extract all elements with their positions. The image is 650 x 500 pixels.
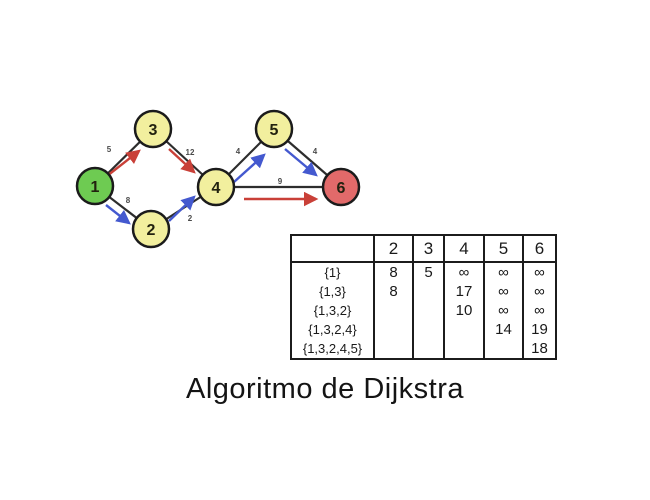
node-label-1: 1 [91,179,100,196]
cell-r0-c2: 8 [373,262,413,282]
node-label-3: 3 [149,122,158,139]
node-circle-1 [75,166,115,206]
node-circle-2 [131,209,171,249]
table-row: {1,3,2,4,5} 18 [291,339,556,359]
row-set-label: {1} [324,265,341,280]
table-row: {1,3,2,4} 14 19 [291,320,556,339]
row-set-label: {1,3,2,4,5} [302,341,363,356]
edge-arrow-1-2 [105,204,131,225]
cell-r0-c4: ∞ [443,262,484,282]
cell-r0-c3: 5 [412,262,444,282]
cell-r4-c3 [412,339,444,359]
node-label-5: 5 [270,122,279,139]
edge-weight-3-4: 12 [186,148,195,157]
cell-r1-c5: ∞ [483,282,523,301]
table-corner-cell [291,235,374,263]
table-row: {1} 8 5 ∞ ∞ ∞ [291,262,556,282]
edge-arrow-2-4 [168,195,196,222]
node-label-2: 2 [147,222,156,239]
col-header-6: 6 [522,235,556,263]
cell-r4-c2 [373,339,413,359]
edge-arrow-5-6 [284,148,318,177]
cell-r1-c4: 17 [443,282,484,301]
edge-weight-1-2: 8 [126,196,131,205]
cell-r2-c5: ∞ [483,301,523,320]
cell-r3-c5: 14 [483,320,523,339]
cell-r4-c6: 18 [522,339,556,359]
col-header-3: 3 [412,235,444,263]
dijkstra-table: 2 3 4 5 6 {1} 8 5 ∞ ∞ ∞ {1,3} [290,234,557,360]
node-label-4: 4 [212,180,221,197]
cell-r2-c6: ∞ [522,301,556,320]
node-circle-5 [254,109,294,149]
page-title: Algoritmo de Dijkstra [185,373,465,405]
cell-r1-c3 [412,282,444,301]
row-set-label: {1,3,2} [313,303,352,318]
node-circle-3 [133,109,173,149]
cell-r4-c4 [443,339,484,359]
edge-arrow-1-3 [106,149,141,177]
cell-r0-c5: ∞ [483,262,523,282]
col-header-2: 2 [373,235,413,263]
cell-r3-c4 [443,320,484,339]
edge-weight-1-3: 5 [107,145,112,154]
edge-arrow-4-5 [233,153,266,183]
cell-r4-c5 [483,339,523,359]
edge-arrow-3-4 [168,148,196,174]
node-circle-4 [196,167,236,207]
table-row: {1,3,2} 10 ∞ ∞ [291,301,556,320]
edge-weight-5-6: 4 [313,147,318,156]
cell-r2-c3 [412,301,444,320]
col-header-5: 5 [483,235,523,263]
cell-r3-c6: 19 [522,320,556,339]
edge-weight-4-6: 9 [278,177,283,186]
cell-r3-c3 [412,320,444,339]
cell-r2-c2 [373,301,413,320]
row-set-label: {1,3} [319,284,346,299]
cell-r1-c6: ∞ [522,282,556,301]
table-row: {1,3} 8 17 ∞ ∞ [291,282,556,301]
cell-r3-c2 [373,320,413,339]
edge-weight-4-5: 4 [236,147,241,156]
node-circle-6 [321,167,361,207]
row-set-label: {1,3,2,4} [308,322,357,337]
cell-r2-c4: 10 [443,301,484,320]
cell-r1-c2: 8 [373,282,413,301]
cell-r0-c6: ∞ [522,262,556,282]
col-header-4: 4 [443,235,484,263]
table-header-row: 2 3 4 5 6 [291,235,556,263]
node-label-6: 6 [337,180,346,197]
edge-weight-2-4: 2 [188,214,193,223]
